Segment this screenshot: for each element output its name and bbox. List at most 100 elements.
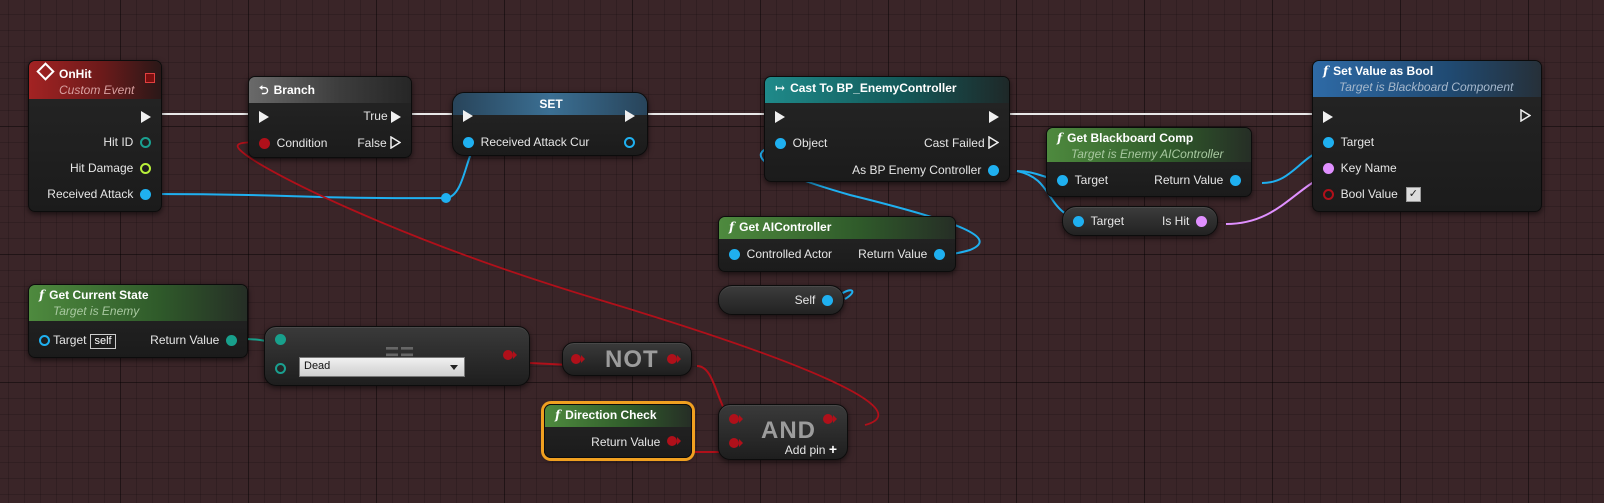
getbb-return-out[interactable]: Return Value — [1154, 173, 1241, 187]
set-value-in[interactable]: Received Attack Cur — [463, 135, 589, 149]
condition-pin-icon[interactable] — [259, 138, 270, 150]
set-value-out[interactable] — [624, 135, 635, 149]
and-b-in[interactable] — [729, 437, 743, 452]
setbool-value-in[interactable]: Bool Value✓ — [1323, 187, 1421, 203]
set-header[interactable]: SET — [453, 93, 647, 115]
cast-node[interactable]: ↦Cast To BP_EnemyController Object Cast … — [764, 76, 1010, 182]
branch-node[interactable]: ⮌Branch True Condition False — [248, 76, 412, 158]
cast-exec-out[interactable] — [989, 109, 999, 123]
exec-out-icon[interactable] — [989, 110, 999, 123]
and-a-pin-icon[interactable] — [729, 413, 743, 428]
get-state-return-pin-icon[interactable] — [226, 335, 237, 347]
cast-result-out[interactable]: As BP Enemy Controller — [852, 163, 999, 177]
ishit-target-in[interactable]: Target — [1073, 214, 1124, 228]
exec-false-icon[interactable] — [390, 135, 402, 152]
set-out-pin-icon[interactable] — [624, 137, 635, 149]
equal-b-in[interactable] — [275, 361, 286, 375]
exec-out-hollow-icon[interactable] — [1520, 108, 1532, 125]
get-ai-return-out[interactable]: Return Value — [858, 247, 945, 261]
exec-out-icon[interactable] — [625, 109, 635, 122]
equal-a-in[interactable] — [275, 332, 286, 346]
branch-exec-in[interactable] — [259, 109, 269, 123]
and-out[interactable] — [823, 413, 837, 428]
setbool-key-pin-icon[interactable] — [1323, 163, 1334, 175]
and-node[interactable]: AND Add pin + — [718, 404, 848, 460]
branch-true-out[interactable]: True — [363, 109, 401, 123]
exec-out-icon[interactable] — [141, 110, 151, 123]
onhit-exec-out[interactable] — [141, 109, 151, 123]
received-attack-pin-icon[interactable] — [140, 189, 151, 201]
self-out-pin-icon[interactable] — [822, 295, 833, 307]
pin-received-attack[interactable]: Received Attack — [47, 187, 151, 201]
direction-return-pin-icon[interactable] — [667, 435, 681, 450]
set-in-pin-icon[interactable] — [463, 137, 474, 149]
cast-failed-out[interactable]: Cast Failed — [924, 135, 1000, 152]
get-state-return-out[interactable]: Return Value — [150, 333, 237, 347]
getbb-target-in[interactable]: Target — [1057, 173, 1108, 187]
and-a-in[interactable] — [729, 413, 743, 428]
setbool-key-in[interactable]: Key Name — [1323, 161, 1397, 175]
getbb-target-pin-icon[interactable] — [1057, 175, 1068, 187]
setbool-value-pin-icon[interactable] — [1323, 189, 1334, 201]
equal-b-pin-icon[interactable] — [275, 363, 286, 375]
not-in[interactable] — [571, 353, 585, 368]
enum-dropdown[interactable]: Dead — [299, 357, 465, 377]
bool-value-checkbox[interactable]: ✓ — [1405, 187, 1421, 203]
direction-return-out[interactable]: Return Value — [591, 435, 681, 450]
exec-in-icon[interactable] — [463, 109, 473, 122]
get-state-target-pin-icon[interactable] — [39, 335, 50, 347]
cast-failed-exec-icon[interactable] — [988, 135, 1000, 152]
setbool-target-pin-icon[interactable] — [1323, 137, 1334, 149]
equal-out[interactable] — [503, 349, 517, 364]
exec-in-icon[interactable] — [775, 110, 785, 123]
setbool-exec-out[interactable] — [1520, 108, 1532, 125]
not-in-pin-icon[interactable] — [571, 353, 585, 368]
cast-out-pin-icon[interactable] — [988, 165, 999, 177]
self-node[interactable]: Self — [718, 285, 844, 315]
set-exec-in[interactable] — [463, 108, 473, 122]
bool-out-pin-icon[interactable] — [503, 349, 517, 364]
getbb-return-pin-icon[interactable] — [1230, 175, 1241, 187]
cast-exec-in[interactable] — [775, 109, 785, 123]
setbool-target-in[interactable]: Target — [1323, 135, 1374, 149]
ishit-target-pin-icon[interactable] — [1073, 216, 1084, 228]
ishit-out-pin-icon[interactable] — [1196, 216, 1207, 228]
onhit-header[interactable]: OnHit Custom Event — [29, 61, 161, 99]
hit-id-pin-icon[interactable] — [140, 137, 151, 149]
and-b-pin-icon[interactable] — [729, 437, 743, 452]
equal-a-pin-icon[interactable] — [275, 334, 286, 346]
cast-object-in[interactable]: Object — [775, 136, 827, 150]
equal-enum-node[interactable]: == Dead — [264, 326, 530, 386]
pin-hit-damage[interactable]: Hit Damage — [70, 161, 151, 175]
self-default-tag[interactable]: self — [90, 334, 116, 349]
pin-hit-id[interactable]: Hit ID — [103, 135, 151, 149]
setbool-exec-in[interactable] — [1323, 109, 1333, 123]
exec-in-icon[interactable] — [259, 110, 269, 123]
add-pin-button[interactable]: Add pin + — [785, 442, 837, 457]
get-ai-actor-in[interactable]: Controlled Actor — [729, 247, 832, 261]
get-ai-return-pin-icon[interactable] — [934, 249, 945, 261]
cast-header[interactable]: ↦Cast To BP_EnemyController — [765, 77, 1009, 103]
hit-damage-pin-icon[interactable] — [140, 163, 151, 175]
plus-icon[interactable]: + — [828, 441, 837, 457]
branch-false-out[interactable]: False — [357, 135, 402, 152]
self-out[interactable]: Self — [795, 293, 833, 307]
is-hit-getter-node[interactable]: Target Is Hit — [1062, 206, 1218, 236]
set-variable-node[interactable]: SET Received Attack Cur — [452, 92, 648, 156]
not-out[interactable] — [667, 353, 681, 368]
exec-true-icon[interactable] — [391, 110, 401, 123]
exec-in-icon[interactable] — [1323, 110, 1333, 123]
not-out-pin-icon[interactable] — [667, 353, 681, 368]
branch-header[interactable]: ⮌Branch — [249, 77, 411, 103]
